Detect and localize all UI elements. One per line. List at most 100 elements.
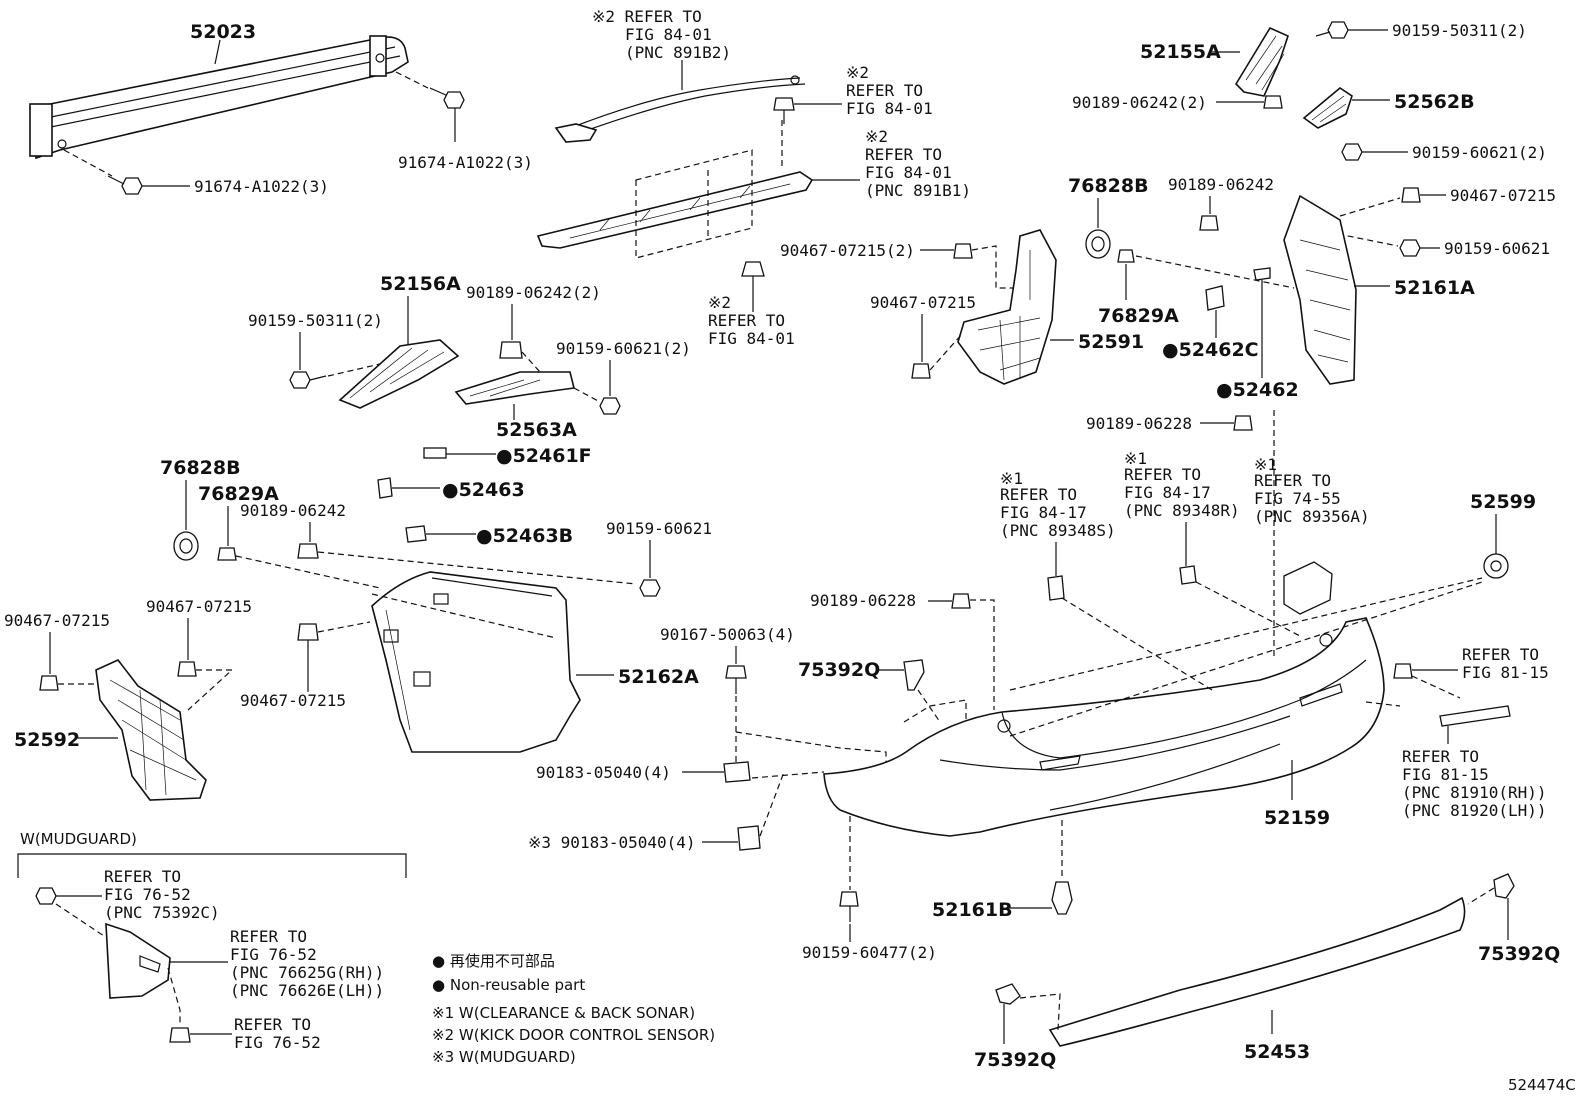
label-90183-a: 90183-05040(4) (536, 763, 671, 782)
ref-891B2-line2: FIG 84-01 (625, 25, 712, 44)
retainer-75392Q-left-icon (995, 983, 1021, 1005)
clip-90189-06228-upper-icon (1233, 415, 1253, 431)
label-90159-50311-2b: 90159-50311(2) (248, 311, 383, 330)
ref-89348R-1: ※1 (1124, 449, 1147, 468)
screw-90159-50311-b-icon (289, 371, 327, 389)
screw-90467-07215-2-icon (953, 243, 973, 259)
legend-non-reusable-jp: ● 再使用不可部品 (432, 952, 555, 970)
screw-90467-07215-upper-icon (1401, 187, 1421, 203)
clip-90189-06228-lower-icon (951, 593, 971, 609)
label-52161B: 52161B (932, 899, 1013, 921)
screw-90467-07215-far-left-icon (39, 675, 59, 691)
grommet-76828B-upper-icon (1085, 229, 1111, 259)
ref-76625G-1: REFER TO (230, 927, 307, 946)
ref-76625G-3: (PNC 76625G(RH)) (230, 963, 384, 982)
ref-75392C-3: (PNC 75392C) (104, 903, 220, 922)
ref-81-15-a2: FIG 81-15 (1462, 663, 1549, 682)
label-90189-06228-upper: 90189-06228 (1086, 414, 1192, 433)
nut-90183-a-icon (723, 761, 751, 783)
label-52461F: ●52461F (496, 445, 592, 467)
part-52156A-bracket (338, 339, 460, 409)
clip-76829A-lower-icon (217, 547, 237, 561)
screw-90159-60621-2a-icon (1341, 143, 1363, 161)
ref-89356A-4: (PNC 89356A) (1254, 507, 1370, 526)
screw-90159-60621-upper-icon (1399, 239, 1421, 257)
part-52155A-bracket (1234, 26, 1289, 97)
label-52162A: 52162A (618, 666, 699, 688)
screw-75392C-icon (35, 887, 57, 905)
legend: ● 再使用不可部品 ● Non-reusable part ※1 W(CLEAR… (432, 952, 715, 1066)
label-52591: 52591 (1078, 331, 1144, 353)
label-90467-07215-mid: 90467-07215 (870, 293, 976, 312)
clip-90189-06242-lower-icon (297, 543, 319, 559)
ref-891B2-line1: ※2 REFER TO (592, 7, 702, 26)
label-90189-06242-2b: 90189-06242(2) (466, 283, 601, 302)
part-52592-bracket (95, 659, 207, 801)
label-90167-50063: 90167-50063(4) (660, 625, 795, 644)
kick-sensor-bracket (536, 171, 814, 249)
kick-sensor-cable (554, 75, 806, 143)
ref-76-52-2: FIG 76-52 (234, 1033, 321, 1052)
ref-89356A-3: FIG 74-55 (1254, 489, 1341, 508)
ref-81-15-b1: REFER TO (1402, 747, 1479, 766)
part-52562B-bracket (1302, 87, 1353, 129)
ref-76625G-2: FIG 76-52 (230, 945, 317, 964)
part-52161A-bracket (1283, 194, 1357, 385)
ref-89348S-4: (PNC 89348S) (1000, 521, 1116, 540)
label-90467-07215-2: 90467-07215(2) (780, 241, 915, 260)
pad-52461F-icon (423, 447, 447, 459)
ref-81-15-b4: (PNC 81920(LH)) (1402, 801, 1547, 820)
label-90189-06228-lower: 90189-06228 (810, 591, 916, 610)
part-52023-bumper-reinforcement (29, 35, 409, 160)
ref-84-01-b3: FIG 84-01 (708, 329, 795, 348)
label-90159-60621-upper: 90159-60621 (1444, 239, 1550, 258)
clip-90189-06242-upper-icon (1199, 215, 1219, 231)
ref-891B2-line3: (PNC 891B2) (625, 43, 731, 62)
legend-note-3: ※3 W(MUDGUARD) (432, 1048, 576, 1066)
label-52159: 52159 (1264, 807, 1330, 829)
label-75392Q-left: 75392Q (974, 1049, 1056, 1071)
screw-76-52-icon (169, 1027, 191, 1043)
pad-52463-icon (377, 477, 393, 499)
ref-89356A-2: REFER TO (1254, 471, 1331, 490)
pad-52462C-icon (1205, 285, 1225, 311)
screw-90159-60477-icon (839, 891, 859, 922)
reflector-icon (1439, 705, 1511, 727)
screw-90159-50311-a-icon (1315, 21, 1349, 39)
label-52023: 52023 (190, 21, 256, 43)
label-90467-07215-upper: 90467-07215 (1450, 186, 1556, 205)
label-52156A: 52156A (380, 273, 461, 295)
label-90159-60477: 90159-60477(2) (802, 943, 937, 962)
label-52592: 52592 (14, 729, 80, 751)
ref-84-01-a3: FIG 84-01 (846, 99, 933, 118)
part-52591-bracket (957, 229, 1057, 385)
label-90159-60621-2b: 90159-60621(2) (556, 339, 691, 358)
ref-81-15-b2: FIG 81-15 (1402, 765, 1489, 784)
clip-lower-icon (741, 261, 765, 292)
screw-90159-60621-lower-icon (639, 579, 661, 597)
label-52155A: 52155A (1140, 41, 1221, 63)
label-91674-lower: 91674-A1022(3) (194, 177, 329, 196)
part-52453-lower-garnish (1048, 896, 1466, 1047)
ref-89356A-1: ※1 (1254, 455, 1277, 474)
ref-891B1-1: ※2 (865, 127, 888, 146)
grommet-76828B-lower-icon (173, 531, 199, 561)
ref-89348R-3: FIG 84-17 (1124, 483, 1211, 502)
part-52162A-side-cover (371, 571, 581, 753)
ref-75392C-1: REFER TO (104, 867, 181, 886)
part-52159-rear-bumper-cover (823, 617, 1385, 837)
ref-75392C-2: FIG 76-52 (104, 885, 191, 904)
label-90467-07215-lower-left: 90467-07215 (240, 691, 346, 710)
label-91674-upper: 91674-A1022(3) (398, 153, 533, 172)
ref-76-52-1: REFER TO (234, 1015, 311, 1034)
screw-90159-60621-b-icon (599, 397, 621, 415)
legend-note-1: ※1 W(CLEARANCE & BACK SONAR) (432, 1004, 695, 1022)
ref-89348S-2: REFER TO (1000, 485, 1077, 504)
ref-76625G-4: (PNC 76626E(LH)) (230, 981, 384, 1000)
retainer-75392Q-upper-icon (903, 659, 925, 691)
label-90467-07215-left: 90467-07215 (146, 597, 252, 616)
screw-right-81-15-icon (1393, 663, 1413, 679)
ref-84-01-a2: REFER TO (846, 81, 923, 100)
label-76829A-upper: 76829A (1098, 305, 1179, 327)
sensor-89356A-icon (1283, 561, 1333, 615)
